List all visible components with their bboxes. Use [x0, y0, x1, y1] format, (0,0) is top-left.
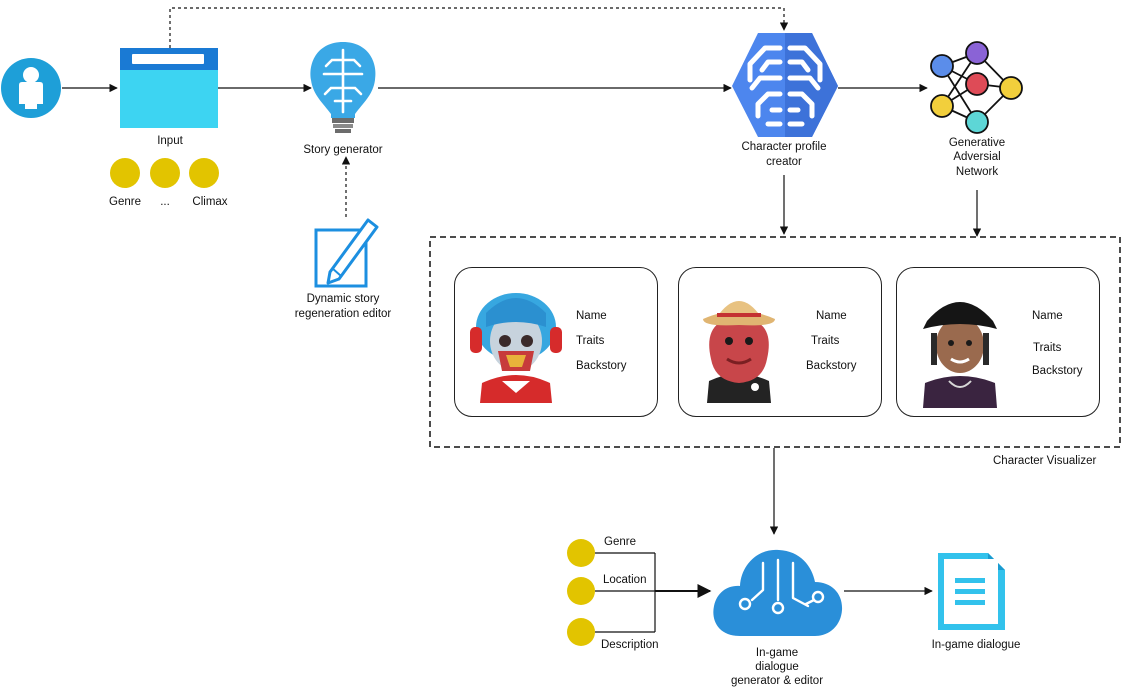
- story-generator-label: Story generator: [303, 144, 383, 156]
- card-3-backstory: Backstory: [1032, 365, 1083, 377]
- card-3-name: Name: [1032, 310, 1063, 322]
- dashed-arrow-input-to-profile: [169, 7, 789, 48]
- dialogue-generator-label-line2: dialogue: [755, 661, 799, 673]
- param-circle-genre: [110, 158, 140, 188]
- character-avatar-2: [703, 301, 775, 403]
- dialogue-generator-label-line3: generator & editor: [730, 675, 824, 687]
- dialogue-circle-genre: [567, 539, 595, 567]
- character-card-3: Name Traits Backstory: [896, 267, 1100, 417]
- character-card-2: Name Traits Backstory: [678, 267, 882, 417]
- input-label: Input: [157, 135, 183, 147]
- character-card-1: Name Traits Backstory: [454, 267, 658, 417]
- dialogue-input-location: Location: [603, 574, 647, 586]
- brain-hexagon-icon: [732, 33, 838, 137]
- dialogue-input-description: Description: [601, 639, 659, 651]
- edit-pen-icon: [314, 218, 379, 288]
- card-3-traits: Traits: [1033, 342, 1062, 354]
- dialogue-input-genre: Genre: [604, 536, 636, 548]
- dialogue-input-circles: [567, 539, 595, 646]
- connectors: [62, 7, 982, 633]
- user-icon: [1, 58, 61, 118]
- character-avatar-1: [470, 293, 562, 403]
- cloud-circuit-icon: [713, 549, 843, 636]
- card-1-traits: Traits: [576, 335, 605, 347]
- editor-label-line2: regeneration editor: [294, 308, 392, 320]
- gan-label-line3: Network: [955, 166, 999, 178]
- card-2-traits: Traits: [811, 335, 840, 347]
- dialogue-generator-label-line1: In-game: [755, 647, 799, 659]
- dialogue-output-label: In-game dialogue: [931, 639, 1021, 651]
- dialogue-circle-location: [567, 577, 595, 605]
- neural-network-icon: [930, 41, 1023, 134]
- character-avatar-3: [923, 302, 997, 408]
- document-icon: [938, 553, 1005, 630]
- param-label-climax: Climax: [192, 196, 228, 208]
- visualizer-label: Character Visualizer: [993, 455, 1097, 467]
- input-window-icon: [120, 48, 218, 128]
- param-label-ellipsis: ...: [160, 196, 170, 208]
- editor-label-line1: Dynamic story: [306, 293, 380, 305]
- dialogue-circle-description: [567, 618, 595, 646]
- gan-label-line2: Adversial: [953, 151, 1001, 163]
- profile-label-line2: creator: [766, 156, 802, 168]
- param-circle-ellipsis: [150, 158, 180, 188]
- visualizer-box: [429, 236, 1121, 448]
- param-circle-climax: [189, 158, 219, 188]
- card-2-backstory: Backstory: [806, 360, 857, 372]
- input-params: [110, 158, 219, 188]
- card-2-name: Name: [816, 310, 847, 322]
- profile-label-line1: Character profile: [741, 141, 827, 153]
- lightbulb-brain-icon: [310, 42, 376, 133]
- param-label-genre: Genre: [109, 196, 141, 208]
- card-1-backstory: Backstory: [576, 360, 627, 372]
- gan-label-line1: Generative: [948, 137, 1006, 149]
- card-1-name: Name: [576, 310, 607, 322]
